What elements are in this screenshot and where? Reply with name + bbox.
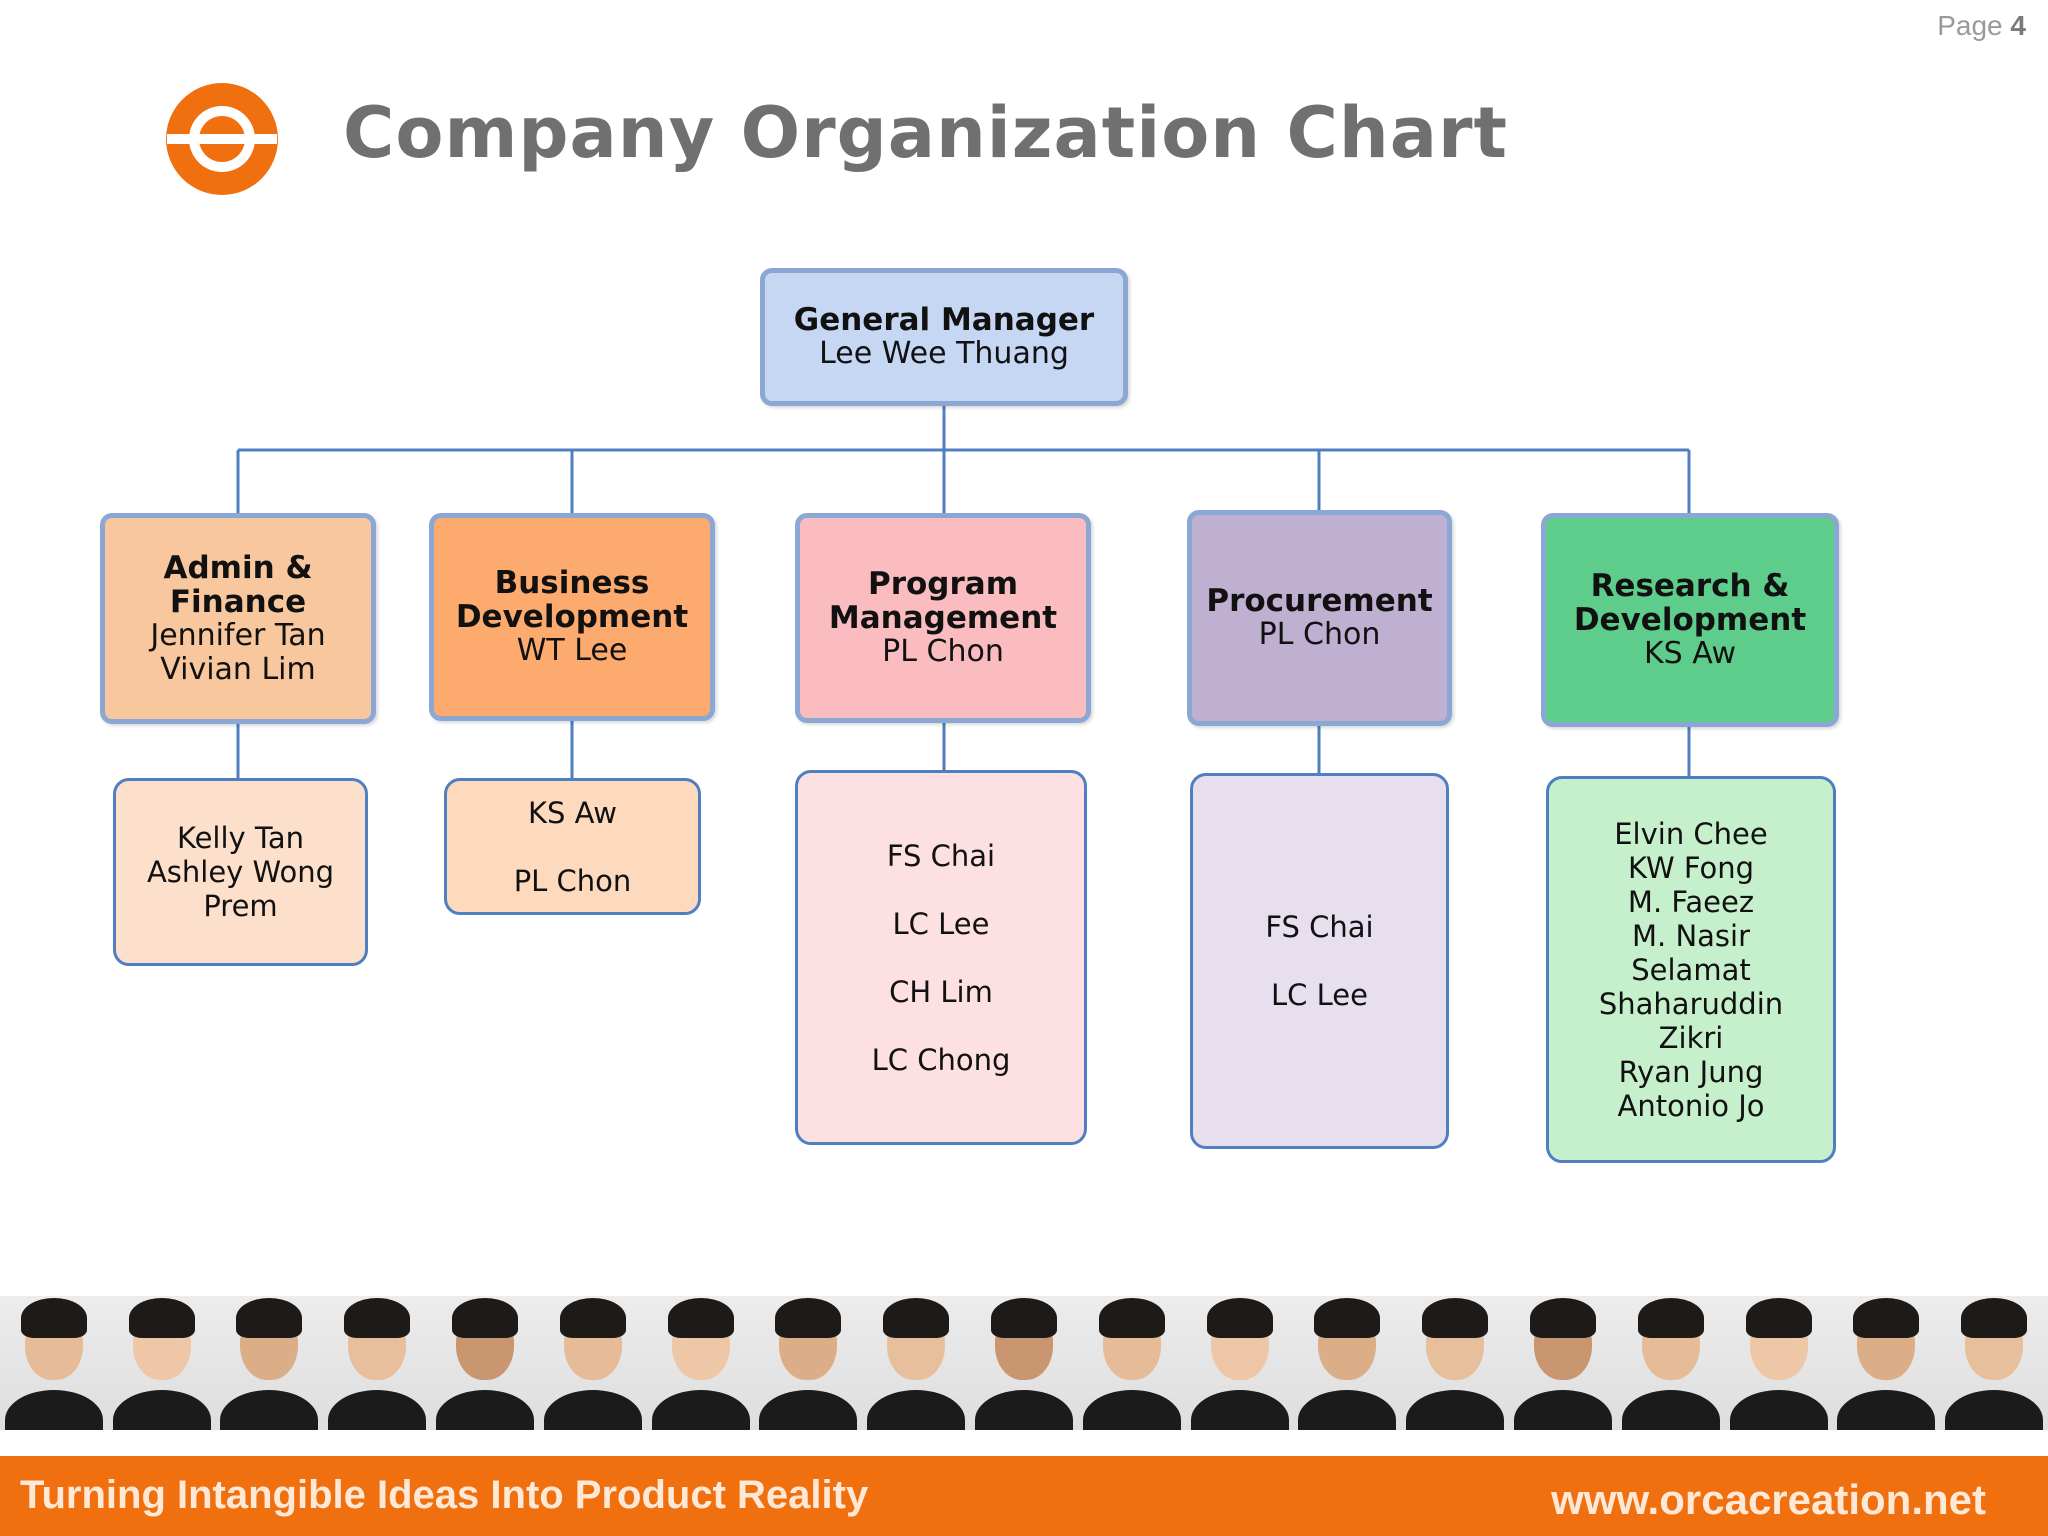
members-list: KS Aw PL Chon (513, 795, 632, 898)
dept-heads: WT Lee (516, 633, 628, 668)
page-title: Company Organization Chart (343, 92, 1508, 174)
members-list: FS Chai LC Lee CH Lim LC Chong (871, 838, 1011, 1077)
footer-url[interactable]: www.orcacreation.net (1551, 1476, 1986, 1523)
team-photos-strip (0, 1296, 2048, 1430)
team-member-photo (431, 1296, 539, 1430)
team-member-photo (1077, 1296, 1186, 1430)
members-program-management: FS Chai LC Lee CH Lim LC Chong (795, 770, 1087, 1145)
members-list: Kelly Tan Ashley Wong Prem (146, 821, 335, 923)
team-member-photo (1401, 1296, 1510, 1430)
dept-role: Procurement (1206, 583, 1433, 619)
dept-role: Business Development (455, 565, 689, 635)
team-member-photo (107, 1296, 216, 1430)
dept-role: Admin & Finance (163, 549, 313, 620)
page-number: Page 4 (1937, 10, 2026, 42)
team-member-photo (538, 1296, 647, 1430)
team-member-photo (215, 1296, 324, 1430)
team-member-photo (1185, 1296, 1294, 1430)
members-admin-finance: Kelly Tan Ashley Wong Prem (113, 778, 368, 966)
team-member-photo (323, 1296, 432, 1430)
footer-bar (0, 1456, 2048, 1536)
team-member-photo (970, 1296, 1078, 1430)
dept-research-development: Research & Development KS Aw (1541, 513, 1839, 727)
team-member-photo (1724, 1296, 1833, 1430)
dept-heads: Jennifer Tan Vivian Lim (150, 617, 326, 687)
dept-admin-finance: Admin & Finance Jennifer Tan Vivian Lim (100, 513, 376, 724)
page-number-value: 4 (2010, 10, 2026, 41)
dept-role: Program Management (828, 566, 1058, 636)
team-member-photo (862, 1296, 971, 1430)
team-member-photo (1509, 1296, 1617, 1430)
members-research-development: Elvin Chee KW Fong M. Faeez M. Nasir Sel… (1546, 776, 1836, 1163)
page-label: Page (1937, 10, 2003, 41)
orca-logo-icon (166, 83, 278, 195)
team-member-photo (1832, 1296, 1941, 1430)
members-procurement: FS Chai LC Lee (1190, 773, 1449, 1149)
team-member-photo (754, 1296, 863, 1430)
members-list: Elvin Chee KW Fong M. Faeez M. Nasir Sel… (1598, 816, 1784, 1123)
gm-role: General Manager (793, 302, 1095, 338)
dept-heads: PL Chon (1258, 617, 1381, 652)
general-manager-box: General Manager Lee Wee Thuang (760, 268, 1128, 406)
team-member-photo (1616, 1296, 1725, 1430)
dept-business-development: Business Development WT Lee (429, 513, 715, 721)
gm-name: Lee Wee Thuang (819, 336, 1069, 371)
dept-procurement: Procurement PL Chon (1187, 510, 1452, 726)
dept-heads: PL Chon (882, 634, 1004, 669)
team-member-photo (1293, 1296, 1402, 1430)
dept-role: Research & Development (1573, 568, 1807, 638)
org-connectors (236, 405, 1691, 778)
members-list: FS Chai LC Lee (1265, 910, 1374, 1012)
dept-heads: KS Aw (1643, 636, 1737, 671)
footer-tagline: Turning Intangible Ideas Into Product Re… (20, 1473, 869, 1517)
members-business-development: KS Aw PL Chon (444, 778, 701, 915)
dept-program-management: Program Management PL Chon (795, 513, 1091, 723)
team-member-photo (646, 1296, 755, 1430)
team-member-photo (0, 1296, 108, 1430)
team-member-photo (1940, 1296, 2048, 1430)
